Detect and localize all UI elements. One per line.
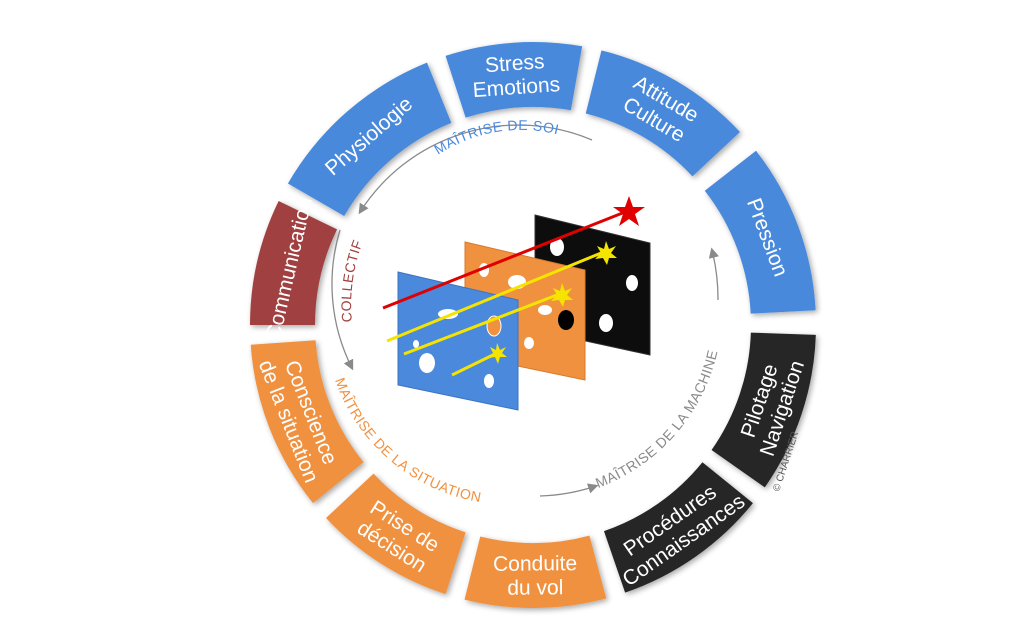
inner-cycle-arrows xyxy=(331,124,719,497)
outer-ring xyxy=(250,41,816,608)
swiss-cheese-layers-icon xyxy=(382,196,651,411)
cheese-hole xyxy=(599,314,613,332)
category-collectif: COLLECTIF xyxy=(338,237,366,322)
ring-segment-pilotage xyxy=(711,332,816,488)
ring-segment-conscience xyxy=(250,340,364,504)
cheese-hole xyxy=(538,305,552,315)
cheese-hole xyxy=(626,275,638,291)
arc-arrow-situation xyxy=(539,483,599,497)
ring-segment-procedures xyxy=(603,462,753,593)
red-trajectory xyxy=(382,210,626,310)
ring-segment-physiologie xyxy=(287,62,452,217)
cheese-hole xyxy=(550,238,564,256)
ring-label-stress: StressEmotions xyxy=(470,49,561,102)
cheese-hole xyxy=(484,374,494,388)
cheese-hole xyxy=(524,337,534,349)
yellow-trajectory xyxy=(403,291,563,356)
ring-segment-stress xyxy=(445,41,583,118)
ring-segment-pression xyxy=(704,150,816,314)
spark-icon xyxy=(488,343,507,364)
ring-segment-conduite xyxy=(464,535,607,608)
star-icon xyxy=(613,196,645,226)
arc-arrow-soi xyxy=(358,124,593,215)
cheese-hole xyxy=(413,340,419,348)
ring-segment-communication xyxy=(250,200,338,325)
ring-segment-prise xyxy=(326,473,466,595)
cheese-hole xyxy=(558,310,574,330)
cheese-hole xyxy=(419,353,435,373)
yellow-trajectory xyxy=(386,249,607,343)
arc-arrow-machine xyxy=(708,247,719,301)
ring-segment-attitude xyxy=(585,50,740,177)
spark-icon xyxy=(551,283,573,307)
spark-icon xyxy=(595,241,617,265)
arc-arrow-collectif xyxy=(331,229,354,371)
